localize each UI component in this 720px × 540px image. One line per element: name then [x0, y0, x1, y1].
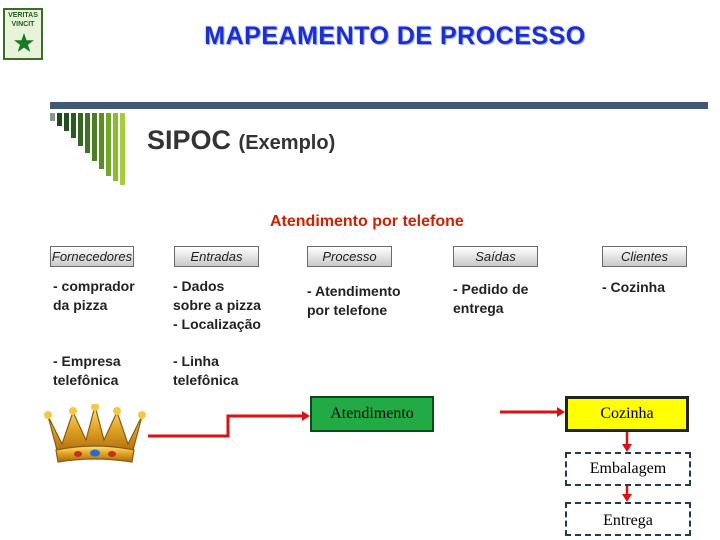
entrega-box: Entrega — [565, 502, 691, 536]
header-processo: Processo — [307, 246, 392, 267]
entrada-item: - Dados sobre a pizza - Localização — [173, 278, 261, 332]
logo-line1: VERITAS — [8, 12, 38, 19]
logo-line2: VINCIT — [11, 21, 35, 28]
sipoc-title: SIPOC — [147, 125, 232, 155]
header-entradas: Entradas — [174, 246, 259, 267]
atendimento-box: Atendimento — [310, 396, 434, 432]
header-clientes: Clientes — [602, 246, 687, 267]
page-title: MAPEAMENTO DE PROCESSO — [204, 22, 586, 50]
processo-item: - Atendimento por telefone — [307, 283, 401, 318]
saida-item: - Pedido de entrega — [453, 281, 529, 316]
fornecedor-item: - Empresa telefônica — [53, 353, 121, 388]
star-icon — [14, 33, 34, 52]
embalagem-box: Embalagem — [565, 452, 691, 486]
fornecedor-item: - comprador da pizza — [53, 278, 135, 313]
sipoc-heading: SIPOC (Exemplo) — [147, 125, 335, 156]
section-title: Atendimento por telefone — [270, 213, 464, 230]
header-bar — [50, 102, 708, 109]
entrada-item: - Linha telefônica — [173, 353, 239, 388]
sipoc-subtitle: (Exemplo) — [238, 132, 336, 154]
header-saidas: Saídas — [453, 246, 538, 267]
cozinha-box: Cozinha — [565, 396, 689, 432]
cliente-item: - Cozinha — [602, 279, 665, 295]
veritas-vincit-logo: VERITAS VINCIT — [3, 8, 43, 60]
crown-icon — [44, 404, 146, 463]
header-fornecedores: Fornecedores — [50, 246, 134, 267]
